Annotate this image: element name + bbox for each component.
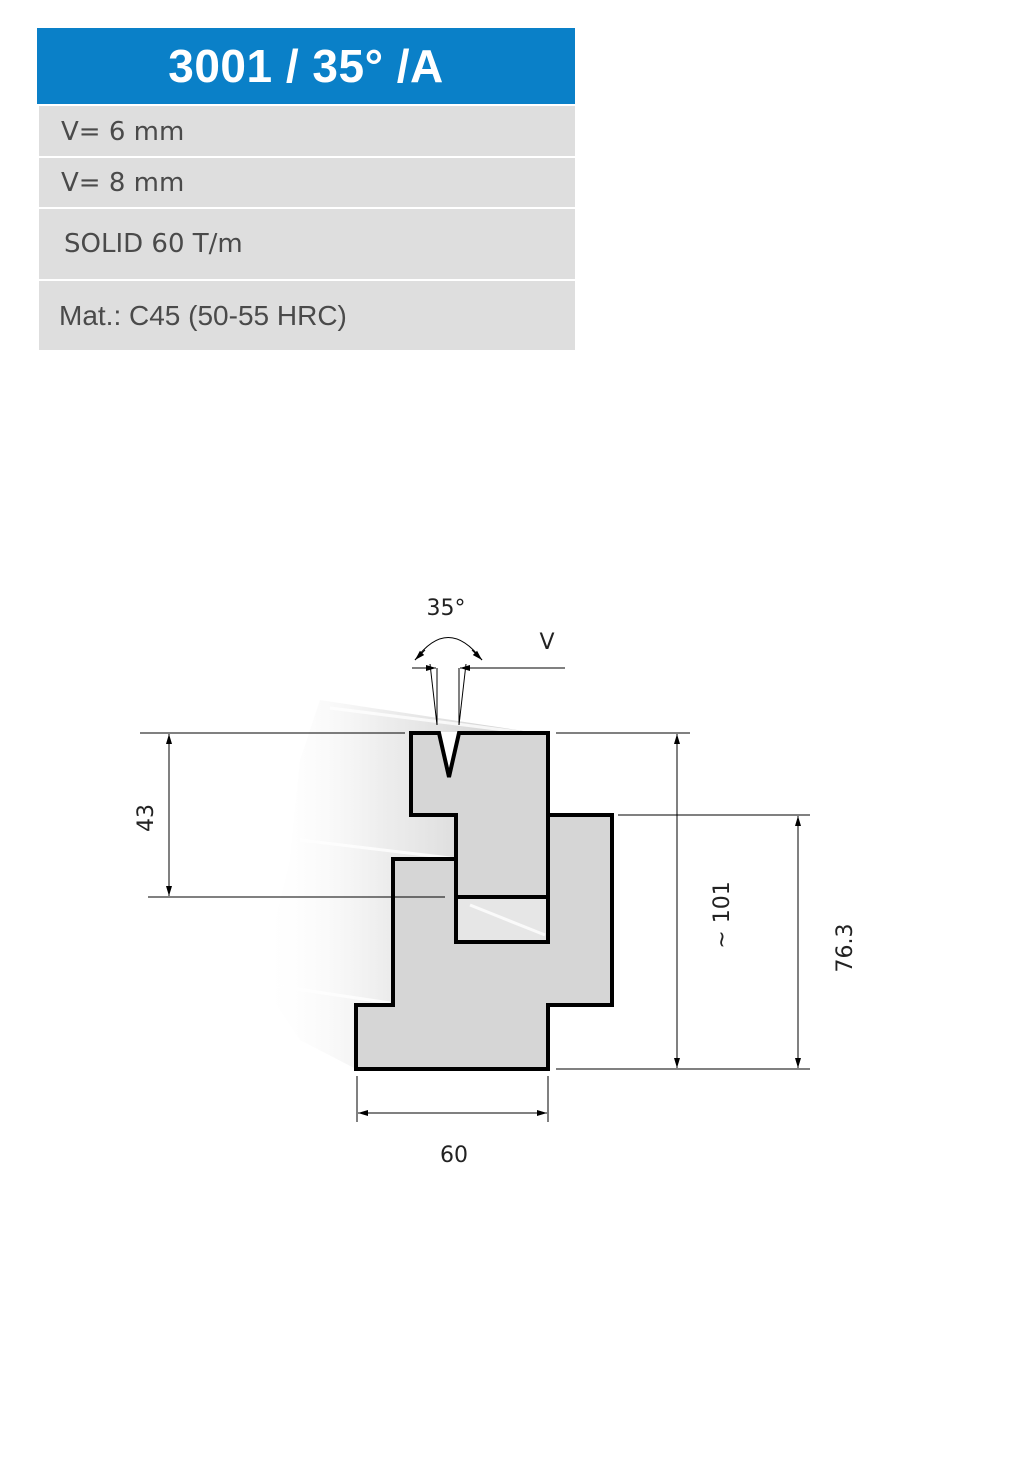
dimension-101 [556,732,810,1070]
spec-table: 3001 / 35° /A V= 6 mm V= 8 mm SOLID 60 T… [37,28,575,350]
dimension-76-3 [618,814,810,1068]
dimension-43 [140,732,445,898]
spec-row-v8: V= 8 mm [39,156,575,207]
v-label: V [539,630,554,655]
spec-row-v6: V= 6 mm [39,104,575,156]
dimension-76-3-label: 76.3 [833,924,858,973]
spec-row-solid: SOLID 60 T/m [39,207,575,279]
dimension-60-label: 60 [440,1143,468,1168]
spec-row-material: Mat.: C45 (50-55 HRC) [39,279,575,350]
angle-dimension [412,637,565,726]
angle-label: 35° [427,596,466,621]
dimension-101-label: ~ 101 [710,881,735,948]
dimension-43-label: 43 [134,804,159,832]
profile-shading [260,700,547,1069]
lower-block [354,813,614,1071]
spec-title: 3001 / 35° /A [37,28,575,104]
dimension-60 [356,1076,549,1122]
